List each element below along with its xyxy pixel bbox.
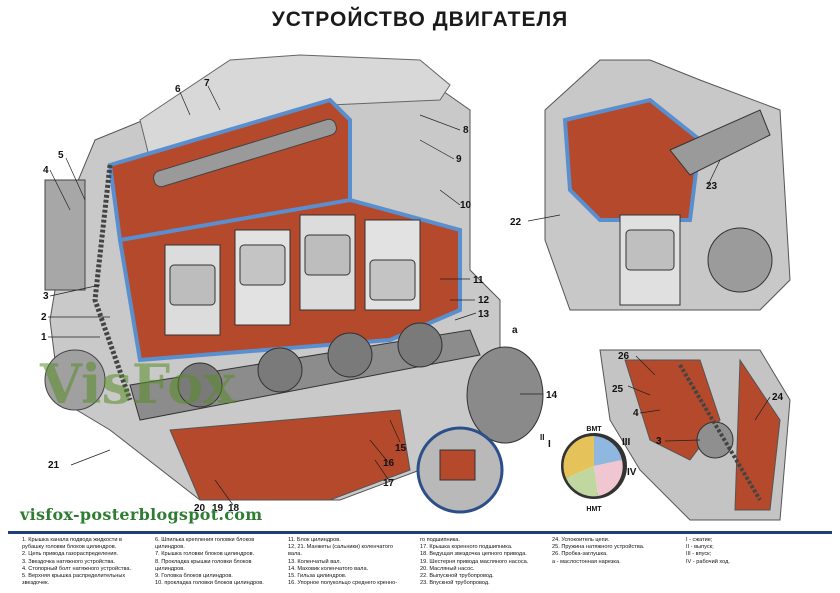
legend-line: I - сжатие; bbox=[686, 537, 713, 543]
callout-4: 4 bbox=[43, 165, 49, 176]
legend-column-1: 1. Крышка канала подвода жидкости в руба… bbox=[22, 537, 131, 587]
callout-13: 13 bbox=[478, 309, 490, 320]
legend: 1. Крышка канала подвода жидкости в руба… bbox=[22, 537, 832, 591]
legend-line: 5. Верхняя крышка распределительных bbox=[22, 573, 126, 580]
legend-line: 16. Упорное полукольцо среднего кренно- bbox=[288, 580, 398, 587]
callout-20: 20 bbox=[194, 503, 206, 514]
legend-line: IV - рабочий ход. bbox=[686, 558, 730, 565]
callout-22: 22 bbox=[510, 217, 522, 228]
callout-10: 10 bbox=[460, 200, 472, 211]
tensioner-section bbox=[599, 349, 791, 521]
callout-2: 2 bbox=[41, 312, 47, 323]
page-title: УСТРОЙСТВО ДВИГАТЕЛЯ bbox=[271, 8, 569, 31]
legend-line: 4. Стопорный болт натяжного устройства. bbox=[22, 565, 132, 572]
legend-line: го подшипника. bbox=[420, 537, 460, 543]
legend-line: 12, 21. Манжеты (сальники) коленчатого bbox=[288, 544, 394, 551]
callout-16: 16 bbox=[383, 458, 395, 469]
callout-25: 25 bbox=[612, 384, 624, 395]
legend-line: 11. Блок цилиндров. bbox=[288, 537, 341, 543]
callout-24: 24 bbox=[772, 392, 784, 403]
legend-line: 6. Шпилька крепления головки блоков bbox=[155, 537, 255, 543]
legend-line: 22. Выпускной трубопровод. bbox=[420, 573, 494, 580]
legend-line: звездочек. bbox=[22, 580, 50, 587]
legend-line: 1. Крышка канала подвода жидкости в bbox=[22, 537, 123, 543]
legend-line: 26. Пробка-заглушка. bbox=[552, 551, 608, 558]
legend-column-6: I - сжатие; II - выпуск; III - впуск; IV… bbox=[686, 537, 730, 566]
callout-7: 7 bbox=[204, 78, 210, 89]
legend-column-3: 11. Блок цилиндров. 12, 21. Манжеты (сал… bbox=[288, 537, 397, 587]
legend-column-2: 6. Шпилька крепления головки блоков цили… bbox=[155, 537, 264, 587]
callout-11: 11 bbox=[473, 275, 484, 286]
legend-line: а - маслостонная нарезка. bbox=[552, 558, 621, 565]
callout-3: 3 bbox=[43, 291, 49, 302]
callout-1: 1 bbox=[41, 332, 47, 343]
legend-line: вала. bbox=[288, 551, 302, 558]
callout-23: 23 bbox=[706, 181, 718, 192]
legend-line: 14. Маховик коленчатого вала. bbox=[288, 565, 369, 572]
callout-26: 26 bbox=[618, 351, 630, 362]
watermark-url: visfox-posterblogspot.com bbox=[20, 505, 263, 524]
engine-illustration: ВМТ НМТ I II III IV 1 bbox=[41, 54, 791, 521]
legend-line: 13. Коленчатый вал. bbox=[288, 558, 342, 565]
stroke-label: II bbox=[540, 433, 544, 442]
legend-line: 18. Ведущая звездочка цепного привода. bbox=[420, 551, 527, 558]
legend-line: 25. Пружина натяжного устройства. bbox=[552, 544, 645, 551]
legend-line: 24. Успокоитель цепи. bbox=[552, 537, 610, 543]
callout-a: а bbox=[512, 325, 518, 336]
legend-line: 3. Звездочка натяжного устройства. bbox=[22, 558, 115, 565]
legend-line: 20. Масляный насос. bbox=[420, 565, 475, 572]
callout-19: 19 bbox=[212, 503, 224, 514]
legend-line: 2. Цепь привода газораспределения. bbox=[22, 551, 119, 558]
legend-line: II - выпуск; bbox=[686, 544, 714, 551]
callout-4-detail: 4 bbox=[633, 408, 639, 419]
callout-3-detail: 3 bbox=[656, 436, 662, 447]
legend-line: III - впуск; bbox=[686, 551, 712, 558]
legend-column-5: 24. Успокоитель цепи. 25. Пружина натяжн… bbox=[552, 537, 644, 566]
stroke-label: III bbox=[622, 437, 631, 448]
callout-12: 12 bbox=[478, 295, 490, 306]
callout-5: 5 bbox=[58, 150, 64, 161]
stroke-label: IV bbox=[627, 467, 637, 478]
head-cross-section bbox=[544, 59, 791, 311]
legend-line: 15. Гильза цилиндров. bbox=[288, 573, 347, 580]
stroke-timing-diagram: ВМТ НМТ I II III IV bbox=[540, 426, 637, 513]
callout-15: 15 bbox=[395, 443, 407, 454]
callout-17: 17 bbox=[383, 478, 395, 489]
callout-21: 21 bbox=[48, 460, 60, 471]
legend-line: цилиндров. bbox=[155, 544, 185, 551]
leader-lines bbox=[48, 85, 771, 506]
legend-line: 10. прокладка головки блоков цилиндров. bbox=[155, 580, 264, 587]
callout-6: 6 bbox=[175, 84, 181, 95]
callout-labels: 1 2 3 4 5 6 7 8 9 10 11 12 13 а 14 15 16… bbox=[41, 78, 784, 514]
callout-9: 9 bbox=[456, 154, 462, 165]
legend-line: рубашку головки блоков цилиндров. bbox=[22, 544, 117, 551]
legend-line: 7. Крышка головки блоков цилиндров. bbox=[155, 551, 255, 558]
legend-line: 8. Прокладка крышки головки блоков bbox=[155, 558, 252, 565]
legend-line: 9. Головка блоков цилиндров. bbox=[155, 573, 233, 580]
main-engine-cutaway bbox=[44, 54, 544, 514]
stroke-label: I bbox=[548, 439, 551, 450]
legend-line: 23. Впускной трубопровод. bbox=[420, 580, 490, 587]
callout-8: 8 bbox=[463, 125, 469, 136]
callout-14: 14 bbox=[546, 390, 558, 401]
legend-column-4: го подшипника. 17. Крышка коренного подш… bbox=[420, 537, 528, 587]
legend-line: 19. Шестерня привода масляного насоса. bbox=[420, 558, 529, 565]
callout-18: 18 bbox=[228, 503, 240, 514]
legend-divider bbox=[8, 531, 832, 534]
legend-line: 17. Крышка коренного подшипника. bbox=[420, 544, 513, 551]
bdc-label: НМТ bbox=[586, 506, 602, 513]
watermark-logo: VisFox bbox=[40, 352, 236, 416]
legend-line: цилиндров. bbox=[155, 565, 185, 572]
tdc-label: ВМТ bbox=[586, 426, 602, 433]
